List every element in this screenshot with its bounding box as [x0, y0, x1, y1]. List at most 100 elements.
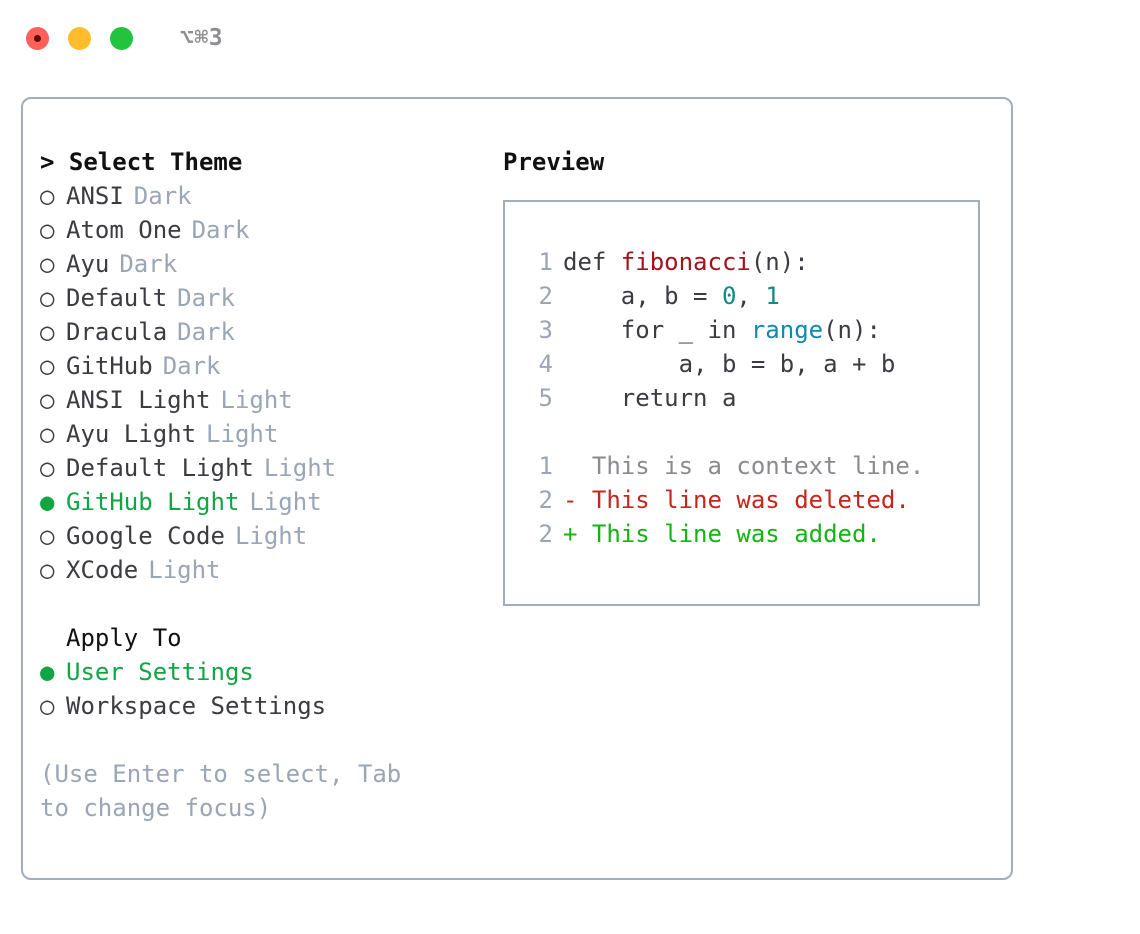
- code-token-function: fibonacci: [620, 248, 751, 276]
- code-token-plain: return a: [563, 384, 737, 412]
- code-token-plain: a, b =: [563, 282, 722, 310]
- theme-option-label: Default Light: [66, 454, 254, 482]
- radio-unselected-icon: ○: [40, 182, 55, 210]
- code-token-call: range: [750, 316, 824, 344]
- code-token-plain: (n):: [750, 248, 809, 276]
- theme-option-badge: Light: [249, 488, 322, 516]
- apply-to-heading-marker-placeholder: [40, 621, 66, 655]
- code-line-text: def fibonacci(n):: [563, 245, 809, 279]
- radio-unselected-icon: ○: [40, 556, 55, 584]
- keyboard-hint-text: (Use Enter to select, Tab to change focu…: [40, 760, 402, 822]
- code-line: 3 for _ in range(n):: [527, 313, 978, 347]
- theme-option-atom-one[interactable]: ○ Atom One Dark: [40, 213, 485, 247]
- theme-option-badge: Dark: [191, 216, 250, 244]
- code-line: 1 def fibonacci(n):: [527, 245, 978, 279]
- apply-to-option-workspace-settings[interactable]: ○Workspace Settings: [40, 689, 485, 723]
- theme-option-label: ANSI Light: [66, 386, 211, 414]
- theme-option-default-light[interactable]: ○ Default Light Light: [40, 451, 485, 485]
- code-line-number: 4: [538, 350, 553, 378]
- apply-to-heading-label: Apply To: [66, 624, 182, 652]
- theme-option-ayu-light[interactable]: ○ Ayu Light Light: [40, 417, 485, 451]
- preview-title: Preview: [503, 148, 605, 176]
- theme-option-label: GitHub: [66, 352, 153, 380]
- theme-option-label: Atom One: [66, 216, 182, 244]
- apply-to-heading: Apply To: [40, 621, 485, 655]
- code-line-text: for _ in range(n):: [563, 313, 881, 347]
- code-token-number: 1: [765, 282, 780, 310]
- radio-unselected-icon: ○: [40, 318, 55, 346]
- apply-to-option-list[interactable]: ●User Settings○Workspace Settings: [40, 655, 485, 723]
- window-shortcut-label: ⌥⌘3: [180, 24, 224, 51]
- code-diff-gap: [527, 415, 978, 449]
- code-line-number: 1: [538, 248, 553, 276]
- theme-option-xcode[interactable]: ○ XCode Light: [40, 553, 485, 587]
- radio-unselected-icon: ○: [40, 250, 55, 278]
- diff-line-number: 2: [538, 520, 553, 548]
- theme-option-badge: Dark: [119, 250, 178, 278]
- theme-option-label: Google Code: [66, 522, 225, 550]
- theme-option-badge: Light: [206, 420, 279, 448]
- theme-option-label: Ayu: [66, 250, 110, 278]
- code-line: 2 a, b = 0, 1: [527, 279, 978, 313]
- theme-option-label: XCode: [66, 556, 139, 584]
- theme-option-ayu[interactable]: ○ Ayu Dark: [40, 247, 485, 281]
- diff-sample: 1 This is a context line.2- This line wa…: [527, 449, 978, 551]
- theme-option-badge: Light: [220, 386, 293, 414]
- radio-unselected-icon: ○: [40, 420, 55, 448]
- code-line-number: 5: [538, 384, 553, 412]
- apply-to-option-user-settings[interactable]: ●User Settings: [40, 655, 485, 689]
- theme-option-badge: Dark: [177, 318, 235, 346]
- radio-unselected-icon: ○: [40, 454, 55, 482]
- code-line: 4 a, b = b, a + b: [527, 347, 978, 381]
- code-token-plain: ,: [736, 282, 766, 310]
- code-token-plain: (n):: [823, 316, 881, 344]
- theme-option-label: Default: [66, 284, 168, 312]
- radio-unselected-icon: ○: [40, 522, 55, 550]
- zoom-button[interactable]: [110, 26, 133, 50]
- minimize-button[interactable]: [68, 26, 91, 50]
- radio-unselected-icon: ○: [40, 352, 55, 380]
- theme-option-badge: Dark: [177, 284, 235, 312]
- theme-option-badge: Light: [148, 556, 221, 584]
- code-line-text: a, b = b, a + b: [563, 347, 896, 381]
- theme-option-badge: Light: [263, 454, 337, 482]
- code-token-plain: a, b = b, a + b: [563, 350, 896, 378]
- apply-to-option-label: User Settings: [66, 658, 254, 686]
- diff-line-number: 2: [538, 486, 553, 514]
- theme-option-ansi-light[interactable]: ○ ANSI Light Light: [40, 383, 485, 417]
- theme-option-ansi[interactable]: ○ ANSI Dark: [40, 179, 485, 213]
- radio-selected-icon: ●: [40, 488, 55, 516]
- theme-option-google-code[interactable]: ○ Google Code Light: [40, 519, 485, 553]
- close-button[interactable]: [26, 26, 49, 50]
- diff-line-deleted: 2- This line was deleted.: [527, 483, 978, 517]
- code-token-plain: for _ in: [563, 316, 751, 344]
- radio-unselected-icon: ○: [40, 216, 55, 244]
- diff-line-added: 2 + This line was added.: [527, 517, 978, 551]
- diff-line-context: 1 This is a context line.: [527, 449, 978, 483]
- theme-option-label: Dracula: [66, 318, 168, 346]
- traffic-lights: [26, 26, 133, 50]
- theme-option-label: Ayu Light: [66, 420, 197, 448]
- theme-option-label: ANSI: [66, 182, 124, 210]
- theme-option-badge: Dark: [133, 182, 192, 210]
- code-line: 5 return a: [527, 381, 978, 415]
- code-line-text: a, b = 0, 1: [563, 279, 780, 313]
- code-line-text: return a: [563, 381, 737, 415]
- diff-line-text: + This line was added.: [563, 520, 881, 548]
- radio-unselected-icon: ○: [40, 386, 55, 414]
- diff-line-text: This is a context line.: [563, 452, 925, 480]
- theme-option-dracula[interactable]: ○ Dracula Dark: [40, 315, 485, 349]
- theme-option-badge: Light: [234, 522, 308, 550]
- code-token-plain: def: [563, 248, 621, 276]
- select-theme-title: > Select Theme: [40, 145, 485, 179]
